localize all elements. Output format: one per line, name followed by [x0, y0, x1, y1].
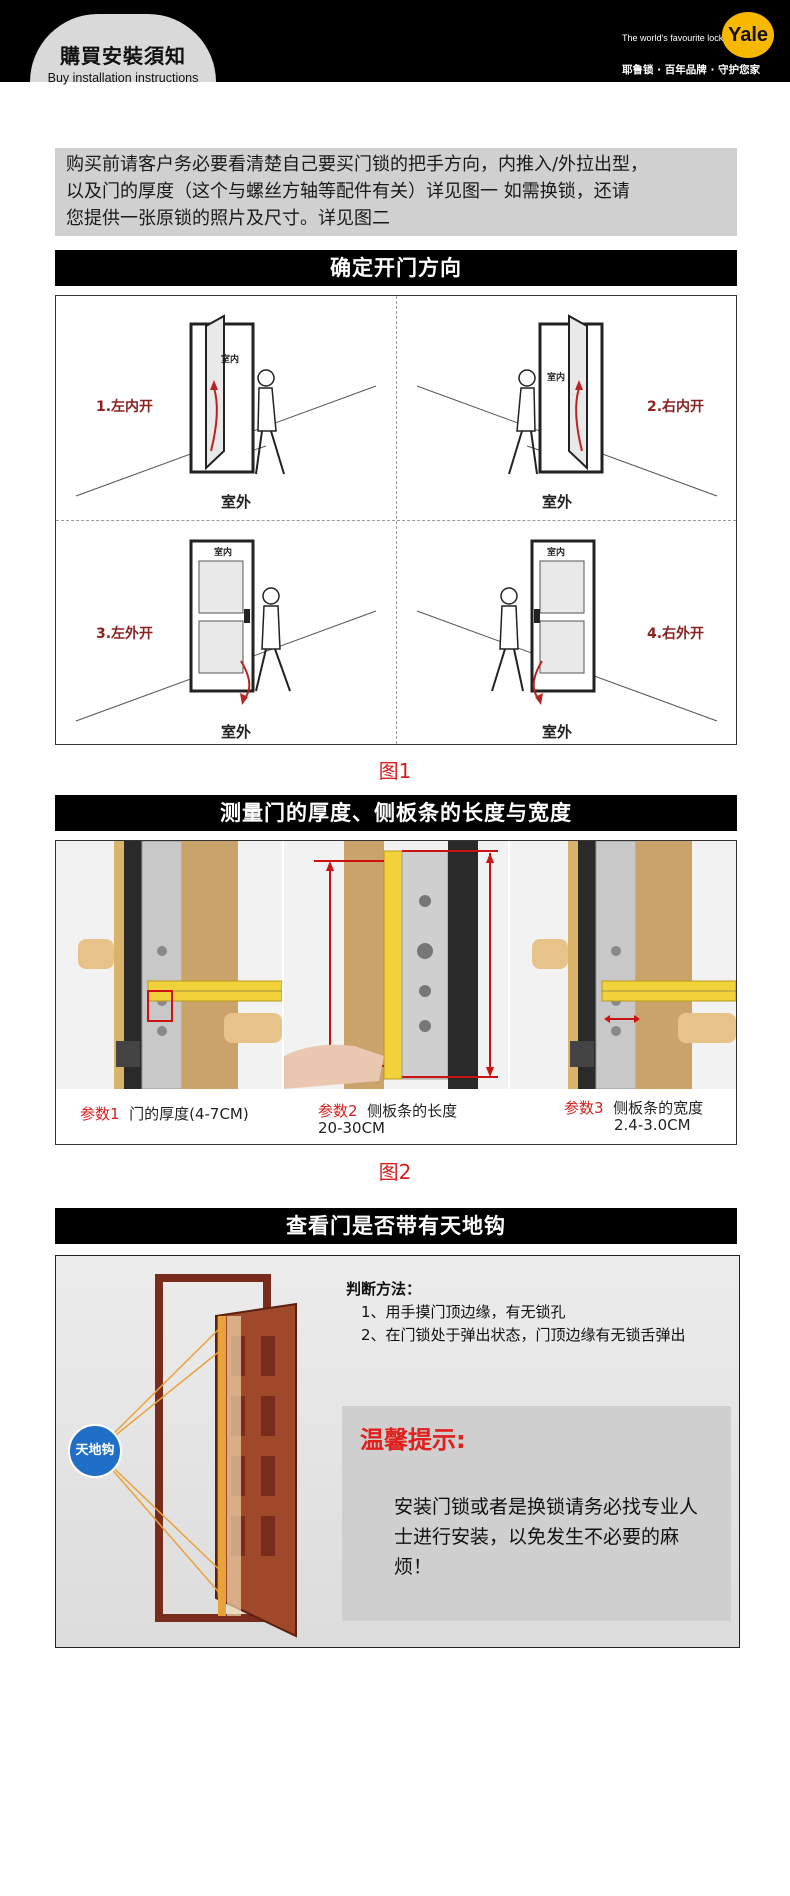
grid-divider-horizontal: [56, 520, 736, 521]
section-title-door-direction: 确定开门方向: [55, 250, 737, 286]
inside-label: 室内: [221, 355, 240, 365]
method-title: 判断方法：: [346, 1280, 422, 1298]
measure-figure: 参数1 门的厚度(4-7CM) 参数2 侧板条的长度 20-30CM 参数3 侧…: [55, 840, 737, 1145]
param-length: 参数2 侧板条的长度 20-30CM: [318, 1103, 457, 1137]
yale-logo: Yale: [722, 12, 774, 58]
method-item: 1、用手摸门顶边缘，有无锁孔: [361, 1303, 566, 1321]
inside-label: 室内: [214, 548, 233, 558]
inside-label: 室内: [547, 373, 566, 383]
section-title-hook: 查看门是否带有天地钩: [55, 1208, 737, 1244]
param-tag: 参数2: [318, 1102, 358, 1120]
lock-photo-thickness: [56, 841, 282, 1089]
param-thickness: 参数1 门的厚度(4-7CM): [80, 1106, 249, 1123]
param-tag: 参数3: [564, 1099, 604, 1117]
tip-box: 温馨提示: 安装门锁或者是换锁请务必找专业人士进行安装，以免发生不必要的麻烦！: [342, 1406, 731, 1621]
lock-measure-illustration: [284, 841, 508, 1089]
door-illustration: [75, 539, 377, 722]
door-illustration: [75, 314, 377, 497]
door-quad-left-outward: 3.左外开 室内 室外: [56, 521, 396, 745]
section-title-measure: 测量门的厚度、侧板条的长度与宽度: [55, 795, 737, 831]
door-hook-illustration: [95, 1274, 297, 1638]
figure-2-caption: 图2: [378, 1160, 412, 1184]
tip-text: 安装门锁或者是换锁请务必找专业人士进行安装，以免发生不必要的麻烦！: [394, 1496, 699, 1578]
tip-title: 温馨提示:: [360, 1426, 466, 1454]
direction-label: 2.右内开: [647, 399, 705, 415]
header-bar: 購買安裝須知 Buy installation instructions The…: [0, 0, 790, 85]
notice-line: 您提供一张原锁的照片及尺寸。详见图二: [66, 208, 390, 229]
purchase-notice: 购买前请客户务必要看清楚自己要买门锁的把手方向，内推入/外拉出型， 以及门的厚度…: [55, 148, 737, 236]
door-illustration: [416, 539, 718, 722]
door-quad-right-inward: 2.右内开 室内 室外: [397, 296, 737, 520]
door-illustration: [416, 314, 718, 497]
door-quad-right-outward: 4.右外开 室内 室外: [397, 521, 737, 745]
param-text: 门的厚度(4-7CM): [129, 1105, 249, 1123]
direction-label: 1.左内开: [96, 399, 154, 415]
direction-label: 4.右外开: [647, 626, 705, 642]
outside-label: 室外: [221, 723, 252, 741]
param-width: 参数3 侧板条的宽度 2.4-3.0CM: [564, 1100, 703, 1134]
outside-label: 室外: [221, 493, 252, 511]
param-value: 20-30CM: [318, 1119, 386, 1137]
brand-tagline: The world's favourite lock: [622, 33, 724, 43]
hook-badge: 天地钩: [68, 1424, 122, 1478]
title-tab: 購買安裝須知 Buy installation instructions: [30, 14, 216, 85]
lock-photo-length: [284, 841, 508, 1089]
door-direction-figure: 1.左内开 室内 室外 2.右内开 室内 室外: [55, 295, 737, 745]
notice-line: 购买前请客户务必要看清楚自己要买门锁的把手方向，内推入/外拉出型，: [66, 154, 649, 175]
lock-measure-illustration: [510, 841, 736, 1089]
param-tag: 参数1: [80, 1105, 120, 1123]
figure-1-caption: 图1: [378, 759, 412, 783]
outside-label: 室外: [542, 493, 573, 511]
direction-label: 3.左外开: [96, 626, 154, 642]
notice-line: 以及门的厚度（这个与螺丝方轴等配件有关）详见图一 如需换锁，还请: [66, 181, 630, 202]
lock-measure-illustration: [56, 841, 282, 1089]
hook-figure: 天地钩 判断方法： 1、用手摸门顶边缘，有无锁孔 2、在门锁处于弹出状态，门顶边…: [55, 1255, 740, 1648]
lock-photo-width: [510, 841, 736, 1089]
outside-label: 室外: [542, 723, 573, 741]
param-text: 侧板条的长度: [367, 1102, 458, 1120]
page-title: 購買安裝須知: [60, 44, 186, 68]
brand-slogan: 耶鲁锁 · 百年品牌 · 守护您家: [622, 64, 761, 76]
page-subtitle: Buy installation instructions: [47, 71, 199, 85]
inside-label: 室内: [547, 548, 566, 558]
param-text: 侧板条的宽度: [613, 1099, 704, 1117]
door-quad-left-inward: 1.左内开 室内 室外: [56, 296, 396, 520]
method-item: 2、在门锁处于弹出状态，门顶边缘有无锁舌弹出: [361, 1326, 686, 1344]
param-value: 2.4-3.0CM: [614, 1116, 691, 1134]
